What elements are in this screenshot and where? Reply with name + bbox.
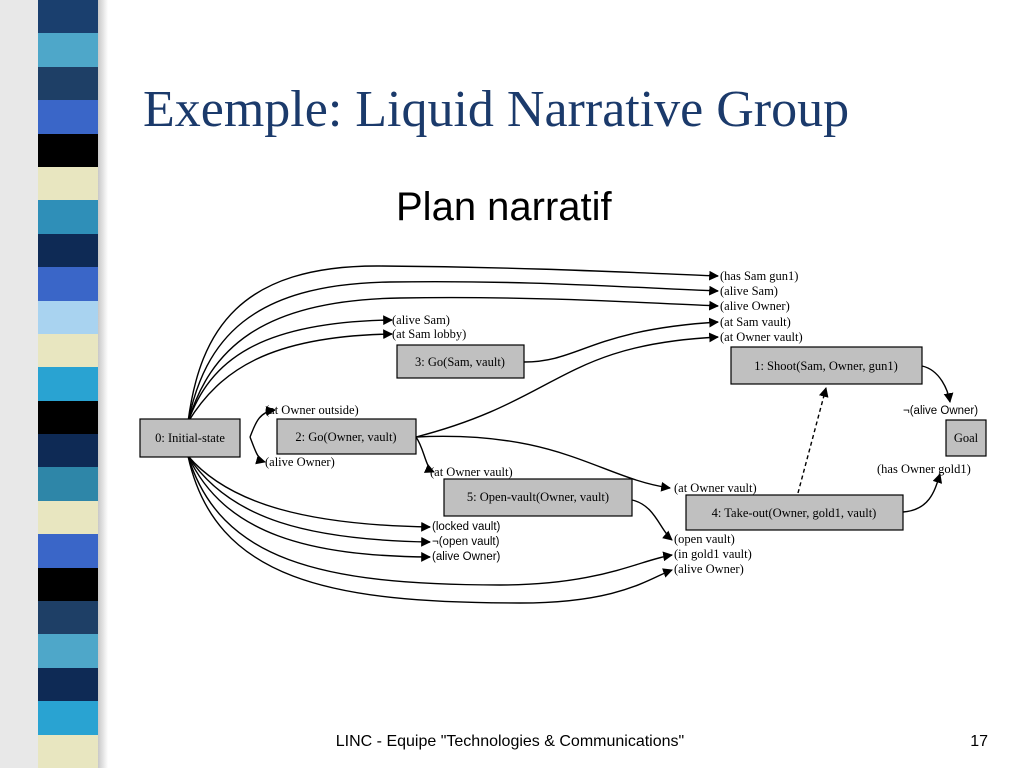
label-alive-owner-open: (alive Owner)	[432, 551, 501, 563]
sidebar-block	[38, 133, 98, 168]
edges-goal	[902, 365, 954, 513]
edge-take-shoot-threat	[797, 387, 829, 494]
label-alive-owner-go: (alive Owner)	[265, 455, 335, 469]
label-at-owner-vault-top: (at Owner vault)	[720, 330, 803, 344]
node-open-vault-label: 5: Open-vault(Owner, vault)	[467, 490, 609, 504]
edge-dashed-take-shoot	[797, 387, 829, 494]
sidebar-block	[38, 667, 98, 702]
edge-go-owner-at-owner-vault-top	[415, 332, 719, 438]
label-not-open-vault: ¬(open vault)	[432, 536, 500, 548]
node-shoot-label: 1: Shoot(Sam, Owner, gun1)	[754, 359, 898, 373]
slide-title: Exemple: Liquid Narrative Group	[143, 81, 850, 138]
label-not-alive-owner: ¬(alive Owner)	[903, 405, 978, 417]
label-in-gold1-vault: (in gold1 vault)	[674, 547, 752, 561]
sidebar-block	[38, 701, 98, 736]
edge-go-owner-at-owner-vault-open	[415, 436, 435, 473]
label-at-owner-vault-open: (at Owner vault)	[430, 465, 513, 479]
edge-initial-alive-owner-take	[187, 455, 673, 604]
sidebar-block	[38, 267, 98, 302]
label-alive-owner-top: (alive Owner)	[720, 299, 790, 313]
sidebar-block	[38, 0, 98, 34]
sidebar-block	[38, 500, 98, 535]
sidebar-block	[38, 467, 98, 502]
edge-initial-alive-owner-open	[187, 455, 431, 562]
edge-initial-at-sam-lobby	[187, 329, 393, 423]
edge-open-vault-open-vault	[631, 499, 673, 541]
node-go-sam: 3: Go(Sam, vault)	[396, 344, 525, 379]
label-has-owner-gold1: (has Owner gold1)	[877, 462, 971, 476]
edge-initial-alive-sam-top	[187, 280, 719, 423]
edge-initial-alive-owner-go	[249, 436, 266, 465]
plan-diagram: 0: Initial-state 2: Go(Owner, vault) 3: …	[139, 265, 987, 604]
edge-initial-has-sam-gun1	[187, 265, 719, 423]
edge-initial-locked-vault	[187, 455, 431, 532]
node-go-owner: 2: Go(Owner, vault)	[276, 418, 417, 455]
edge-take-has-owner-gold1	[902, 473, 943, 513]
sidebar-block	[38, 567, 98, 602]
sidebar-block	[38, 100, 98, 135]
sidebar-block	[38, 400, 98, 435]
label-locked-vault: (locked vault)	[432, 521, 501, 533]
edge-initial-in-gold1-vault	[187, 455, 673, 586]
edge-shoot-not-alive-owner	[921, 365, 954, 403]
label-alive-sam-top: (alive Sam)	[720, 284, 778, 298]
node-goal: Goal	[945, 419, 987, 457]
slide-subtitle: Plan narratif	[396, 185, 612, 229]
sidebar-block	[38, 367, 98, 402]
sidebar-block	[38, 734, 98, 768]
sidebar-block	[38, 66, 98, 101]
label-at-sam-vault: (at Sam vault)	[720, 315, 791, 329]
footer-text: LINC - Equipe "Technologies & Communicat…	[335, 733, 685, 750]
condition-labels: (has Sam gun1) (alive Sam) (alive Owner)…	[265, 269, 978, 576]
node-shoot: 1: Shoot(Sam, Owner, gun1)	[730, 346, 923, 385]
sidebar-block	[38, 200, 98, 235]
sidebar-block	[38, 33, 98, 68]
label-has-sam-gun1: (has Sam gun1)	[720, 269, 798, 283]
edge-initial-alive-owner-top	[187, 296, 719, 423]
sidebar-block	[38, 601, 98, 635]
sidebar-rail	[0, 0, 38, 768]
node-go-owner-label: 2: Go(Owner, vault)	[295, 430, 396, 444]
label-open-vault-take: (open vault)	[674, 532, 735, 546]
sidebar-block	[38, 233, 98, 268]
sidebar-decoration	[0, 0, 118, 768]
label-at-sam-lobby: (at Sam lobby)	[392, 327, 466, 341]
edge-initial-not-open-vault	[187, 455, 431, 547]
edges-initial-bottom	[187, 455, 673, 604]
sidebar-block	[38, 634, 98, 669]
edge-initial-alive-sam-go	[187, 315, 393, 423]
node-take-out-label: 4: Take-out(Owner, gold1, vault)	[712, 506, 877, 520]
node-initial-state-label: 0: Initial-state	[155, 431, 225, 445]
node-open-vault: 5: Open-vault(Owner, vault)	[443, 478, 633, 517]
edges-initial-top	[187, 265, 719, 423]
sidebar-block	[38, 166, 98, 201]
sidebar-block	[38, 300, 98, 335]
edges-initial-owner	[249, 406, 671, 492]
node-initial-state: 0: Initial-state	[139, 418, 241, 458]
sidebar-block	[38, 534, 98, 569]
edge-go-sam-at-sam-vault	[523, 317, 719, 363]
node-go-sam-label: 3: Go(Sam, vault)	[415, 355, 505, 369]
edge-initial-at-owner-outside	[249, 406, 276, 438]
sidebar-block	[38, 434, 98, 468]
edges-go-sam	[415, 317, 719, 438]
sidebar-block	[38, 333, 98, 368]
label-at-owner-outside: (at Owner outside)	[265, 403, 359, 417]
label-at-owner-vault-take: (at Owner vault)	[674, 481, 757, 495]
sidebar-shadow	[98, 0, 108, 768]
node-goal-label: Goal	[954, 431, 979, 445]
label-alive-owner-take: (alive Owner)	[674, 562, 744, 576]
node-take-out: 4: Take-out(Owner, gold1, vault)	[685, 494, 904, 531]
page-number: 17	[970, 733, 988, 750]
edge-go-owner-at-owner-vault-take	[415, 435, 671, 492]
label-alive-sam-go: (alive Sam)	[392, 313, 450, 327]
